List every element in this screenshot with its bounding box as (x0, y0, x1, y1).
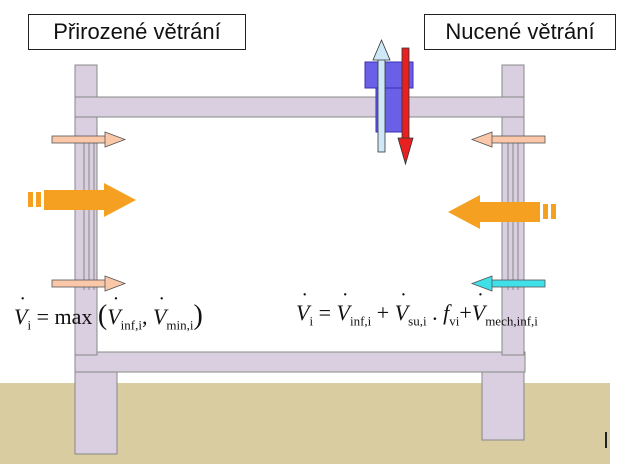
formula-term-min: V (153, 292, 166, 330)
plus-2: + (459, 300, 472, 325)
exhaust-arrow-up (372, 38, 391, 153)
formula-r-factor: f (443, 300, 450, 325)
right-foundation (481, 369, 525, 441)
left-window (83, 140, 95, 290)
left-main-natural-arrow (28, 183, 136, 217)
right-upper-infiltration-arrow (470, 131, 546, 148)
formula-r-factor-sub: vi (449, 313, 460, 329)
formula-r-lhs: V (296, 288, 309, 326)
formula-term-inf: V (107, 292, 120, 330)
supply-arrow-down (397, 47, 414, 166)
formula-lhs-sub: i (27, 317, 32, 333)
roof-slab (74, 96, 525, 118)
formula-r-term-inf: V (337, 288, 350, 326)
comma: , (141, 304, 153, 329)
left-foundation (74, 369, 118, 455)
formula-r-term-su-sub: su,i (408, 313, 427, 329)
corner-tick-mark (605, 432, 607, 448)
formula-lhs: V (14, 292, 27, 330)
dot-operator: . (432, 300, 438, 325)
formula-term-min-sub: min,i (166, 317, 194, 333)
equals: = (318, 300, 331, 325)
forced-ventilation-label: Nucené větrání (424, 14, 616, 50)
formula-r-term-mech: V (472, 288, 485, 326)
right-main-inflow-arrow (448, 195, 556, 229)
paren-open: ( (97, 300, 108, 331)
natural-ventilation-formula: Vi = max (Vinf,i, Vmin,i) (14, 292, 203, 333)
formula-r-term-inf-sub: inf,i (349, 313, 372, 329)
left-upper-infiltration-arrow (51, 131, 127, 148)
forced-ventilation-formula: Vi = Vinf,i + Vsu,i . fvi+Vmech,inf,i (296, 288, 538, 329)
formula-r-lhs-sub: i (309, 313, 314, 329)
plus-1: + (376, 300, 390, 325)
left-lower-infiltration-arrow (51, 275, 127, 292)
natural-ventilation-label: Přirozené větrání (28, 14, 246, 50)
formula-max: = max (36, 304, 93, 329)
formula-term-inf-sub: inf,i (120, 317, 142, 333)
formula-r-term-su: V (395, 288, 408, 326)
formula-r-term-mech-sub: mech,inf,i (485, 313, 538, 329)
paren-close: ) (193, 300, 203, 331)
floor-slab (74, 351, 526, 373)
